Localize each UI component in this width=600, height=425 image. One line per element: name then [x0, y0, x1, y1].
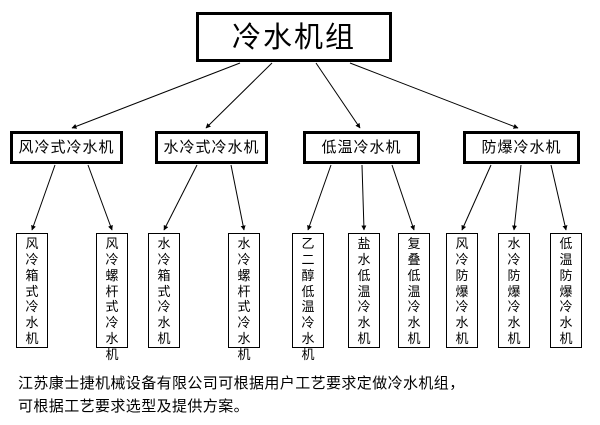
caption-line-1: 江苏康士捷机械设备有限公司可根据用户工艺要求定做冷水机组， [18, 374, 465, 392]
root-node-label: 冷水机组 [231, 19, 356, 54]
root-node-chiller-unit[interactable]: 冷水机组 [196, 12, 392, 62]
edge-cat-2-to-leaf-4 [307, 164, 332, 231]
leaf-node[interactable]: 水冷防爆冷水机 [498, 233, 530, 348]
leaf-node-label: 复叠低温冷水机 [407, 237, 421, 348]
leaf-node-label: 风冷箱式冷水机 [25, 237, 39, 348]
edge-cat-1-to-leaf-2 [163, 164, 198, 231]
edge-root-to-cat-2 [315, 62, 361, 129]
leaf-node[interactable]: 风冷防爆冷水机 [446, 233, 478, 348]
category-node-label: 低温冷水机 [321, 138, 402, 156]
edge-cat-1-to-leaf-3 [230, 164, 246, 231]
category-node-label: 防爆冷水机 [481, 138, 562, 156]
leaf-node-label: 水冷螺杆式冷水机 [237, 237, 251, 364]
leaf-node[interactable]: 水冷箱式冷水机 [148, 233, 180, 348]
category-node-water-cooled[interactable]: 水冷式冷水机 [155, 131, 268, 164]
category-node-low-temperature[interactable]: 低温冷水机 [303, 131, 420, 164]
edge-root-to-cat-1 [205, 62, 273, 129]
caption-text: 江苏康士捷机械设备有限公司可根据用户工艺要求定做冷水机组， 可根据工艺要求选型及… [18, 372, 586, 419]
leaf-node[interactable]: 盐水低温冷水机 [348, 233, 380, 348]
caption-line-2: 可根据工艺要求选型及提供方案。 [18, 397, 250, 416]
leaf-node[interactable]: 水冷螺杆式冷水机 [228, 233, 260, 363]
edge-cat-2-to-leaf-6 [391, 164, 415, 231]
category-node-explosion-proof[interactable]: 防爆冷水机 [463, 131, 580, 164]
leaf-node-label: 风冷防爆冷水机 [455, 237, 469, 348]
edge-cat-2-to-leaf-5 [361, 164, 367, 231]
leaf-node-label: 水冷防爆冷水机 [507, 237, 521, 348]
leaf-node[interactable]: 风冷箱式冷水机 [16, 233, 48, 348]
category-node-label: 风冷式冷水机 [18, 138, 115, 156]
category-node-air-cooled[interactable]: 风冷式冷水机 [10, 131, 123, 164]
leaf-node-label: 低温防爆冷水机 [559, 237, 573, 348]
edge-root-to-cat-0 [71, 62, 241, 129]
leaf-node[interactable]: 风冷螺杆式冷水机 [96, 233, 128, 363]
leaf-node-label: 风冷螺杆式冷水机 [105, 237, 119, 364]
leaf-node-label: 乙二醇低温冷水机 [301, 237, 315, 364]
edge-cat-3-to-leaf-7 [461, 164, 492, 231]
leaf-node-label: 水冷箱式冷水机 [157, 237, 171, 348]
category-node-label: 水冷式冷水机 [163, 138, 260, 156]
leaf-node[interactable]: 低温防爆冷水机 [550, 233, 582, 348]
edge-cat-3-to-leaf-8 [511, 164, 522, 231]
edge-cat-0-to-leaf-1 [87, 164, 113, 231]
leaf-node[interactable]: 复叠低温冷水机 [398, 233, 430, 348]
edge-root-to-cat-3 [349, 62, 519, 129]
edge-cat-0-to-leaf-0 [31, 164, 56, 231]
leaf-node-label: 盐水低温冷水机 [357, 237, 371, 348]
edge-cat-3-to-leaf-9 [550, 164, 568, 231]
leaf-node[interactable]: 乙二醇低温冷水机 [292, 233, 324, 363]
